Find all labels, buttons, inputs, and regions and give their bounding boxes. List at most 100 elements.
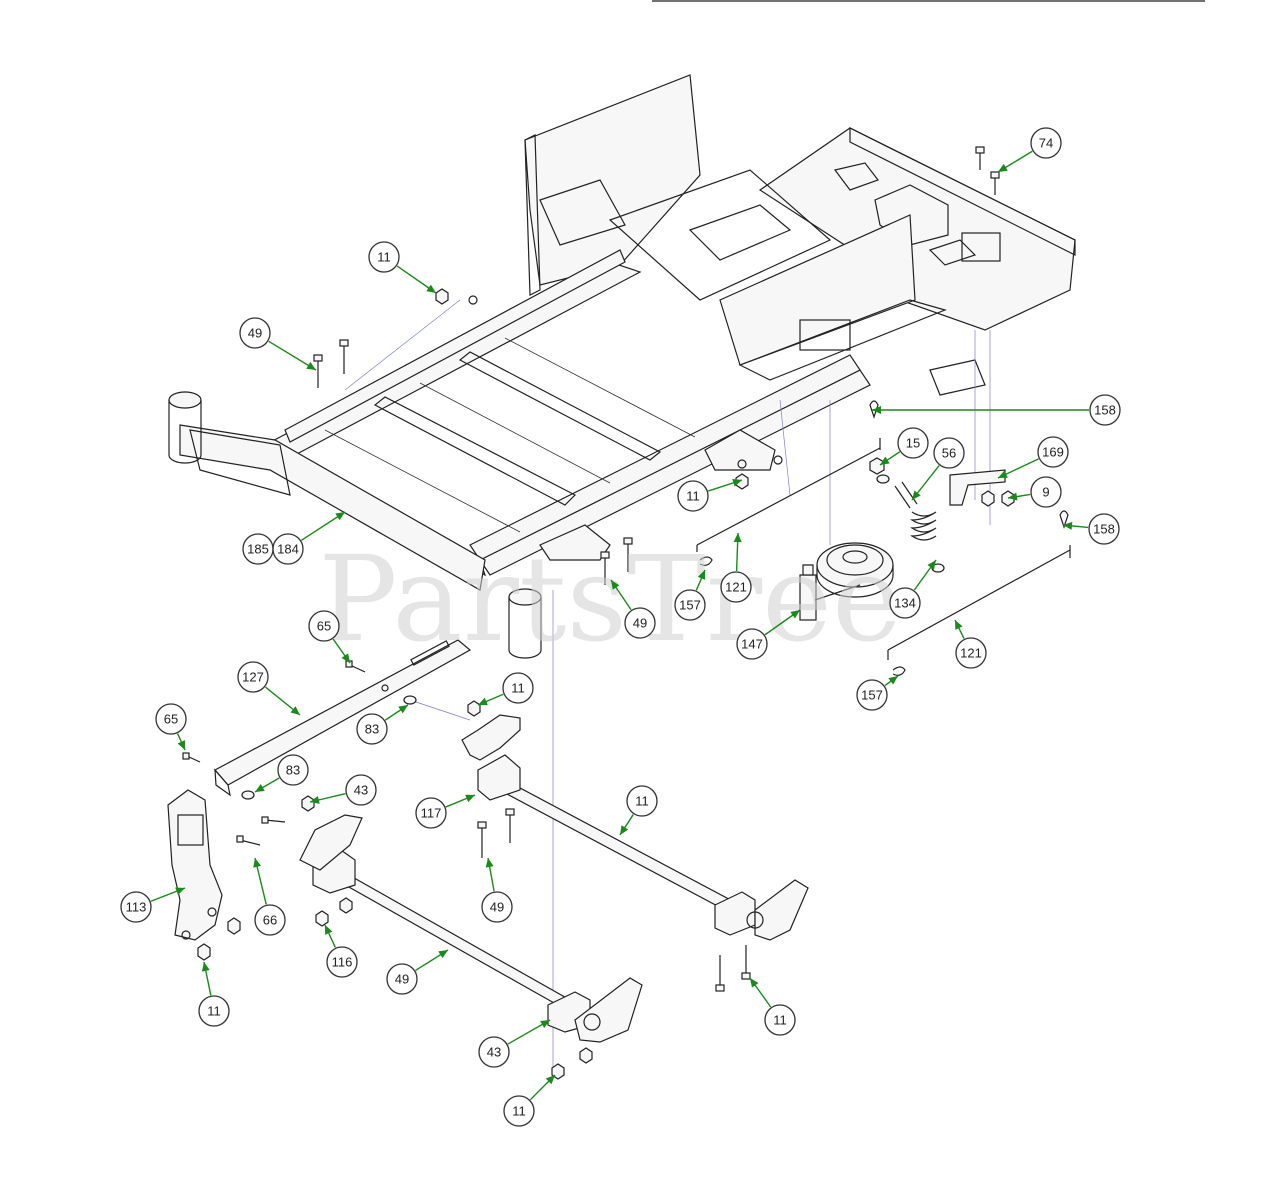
callout-56[interactable]: 56 <box>911 437 965 501</box>
leader-arrowhead <box>335 512 345 521</box>
callout-11[interactable]: 11 <box>619 785 658 836</box>
callout-label: 65 <box>164 712 178 727</box>
callout-185[interactable]: 185 <box>242 533 274 565</box>
callout-bubble[interactable] <box>1089 394 1121 426</box>
callout-bubble[interactable] <box>239 317 271 349</box>
callout-bubble[interactable] <box>502 672 534 704</box>
callout-11[interactable]: 11 <box>477 672 534 706</box>
callout-184[interactable]: 184 <box>272 511 346 565</box>
callout-74[interactable]: 74 <box>997 127 1062 173</box>
callout-117[interactable]: 117 <box>415 794 476 829</box>
leader-arrowhead <box>398 705 408 714</box>
callout-label: 9 <box>1042 485 1049 500</box>
callout-11[interactable]: 11 <box>749 977 796 1036</box>
callout-bubble[interactable] <box>155 703 187 735</box>
bracket-113 <box>167 789 241 961</box>
leader-arrowhead <box>790 610 800 619</box>
leader-arrowhead <box>872 406 881 414</box>
callout-bubble[interactable] <box>272 533 304 565</box>
nuts-11-frame <box>435 288 995 507</box>
callout-11[interactable]: 11 <box>503 1074 556 1127</box>
callout-121[interactable]: 121 <box>954 619 987 669</box>
bolts-49-upper <box>313 146 1000 585</box>
callout-127[interactable]: 127 <box>237 661 301 716</box>
callout-147[interactable]: 147 <box>736 609 801 660</box>
callout-9[interactable]: 9 <box>1007 476 1062 508</box>
callout-bubble[interactable] <box>326 946 358 978</box>
callout-bubble[interactable] <box>889 587 921 619</box>
callout-label: 158 <box>1093 522 1115 537</box>
callout-49[interactable]: 49 <box>481 857 513 923</box>
callout-83[interactable]: 83 <box>356 704 409 745</box>
callout-bubble[interactable] <box>897 427 929 459</box>
callout-bubble[interactable] <box>254 904 286 936</box>
leader-arrowhead <box>255 784 265 792</box>
callout-bubble[interactable] <box>720 571 752 603</box>
callout-bubble[interactable] <box>764 1004 796 1036</box>
callout-158[interactable]: 158 <box>1062 513 1120 545</box>
callout-169[interactable]: 169 <box>997 436 1069 479</box>
callout-bubble[interactable] <box>674 589 706 621</box>
callout-66[interactable]: 66 <box>253 857 286 936</box>
callout-157[interactable]: 157 <box>856 675 899 711</box>
callout-bubble[interactable] <box>933 437 965 469</box>
callout-bubble[interactable] <box>955 637 987 669</box>
callout-bubble[interactable] <box>415 797 447 829</box>
callout-11[interactable]: 11 <box>677 478 743 512</box>
callout-bubble[interactable] <box>624 607 656 639</box>
callout-11[interactable]: 11 <box>368 241 437 294</box>
callout-bubble[interactable] <box>237 661 269 693</box>
callout-bubble[interactable] <box>277 754 309 786</box>
callout-bubble[interactable] <box>1030 127 1062 159</box>
callout-bubble[interactable] <box>308 610 340 642</box>
leader-arrowhead <box>341 653 350 663</box>
callout-bubble[interactable] <box>386 963 418 995</box>
callout-bubble[interactable] <box>736 628 768 660</box>
callout-bubble[interactable] <box>1037 436 1069 468</box>
leader-arrowhead <box>611 580 620 590</box>
callout-158[interactable]: 158 <box>872 394 1121 426</box>
callout-65[interactable]: 65 <box>308 610 351 664</box>
callout-121[interactable]: 121 <box>720 532 752 603</box>
callout-bubble[interactable] <box>503 1095 535 1127</box>
callout-bubble[interactable] <box>677 480 709 512</box>
leader-arrowhead <box>325 925 333 935</box>
callout-label: 49 <box>395 972 409 987</box>
callout-bubble[interactable] <box>198 995 230 1027</box>
callout-49[interactable]: 49 <box>610 579 656 639</box>
callout-43[interactable]: 43 <box>309 774 377 806</box>
callout-bubble[interactable] <box>368 241 400 273</box>
callout-label: 127 <box>242 670 264 685</box>
leader-arrowhead <box>465 794 475 803</box>
callout-49[interactable]: 49 <box>386 949 449 995</box>
callout-label: 49 <box>490 900 504 915</box>
leader-arrowhead <box>998 470 1008 478</box>
leader-arrowhead <box>290 706 300 715</box>
callout-113[interactable]: 113 <box>120 887 186 923</box>
callout-label: 11 <box>511 681 525 696</box>
callout-134[interactable]: 134 <box>889 559 937 619</box>
callout-bubble[interactable] <box>356 713 388 745</box>
callout-83[interactable]: 83 <box>254 754 309 793</box>
callout-label: 121 <box>960 646 982 661</box>
callout-157[interactable]: 157 <box>674 569 706 621</box>
leader-arrowhead <box>750 978 759 988</box>
callout-43[interactable]: 43 <box>478 1019 551 1068</box>
callout-65[interactable]: 65 <box>155 703 187 751</box>
callout-bubble[interactable] <box>1088 513 1120 545</box>
callout-49[interactable]: 49 <box>239 317 317 371</box>
callout-bubble[interactable] <box>481 891 513 923</box>
leader-arrowhead <box>201 962 210 972</box>
callout-bubble[interactable] <box>345 774 377 806</box>
callout-bubble[interactable] <box>478 1036 510 1068</box>
callout-116[interactable]: 116 <box>324 924 358 978</box>
callout-15[interactable]: 15 <box>879 427 929 466</box>
callout-bubble[interactable] <box>626 785 658 817</box>
callout-bubble[interactable] <box>856 679 888 711</box>
callout-bubble[interactable] <box>120 891 152 923</box>
callout-bubble[interactable] <box>1030 476 1062 508</box>
callout-11[interactable]: 11 <box>198 961 230 1027</box>
leader-arrowhead <box>955 620 963 630</box>
callout-label: 121 <box>725 580 747 595</box>
